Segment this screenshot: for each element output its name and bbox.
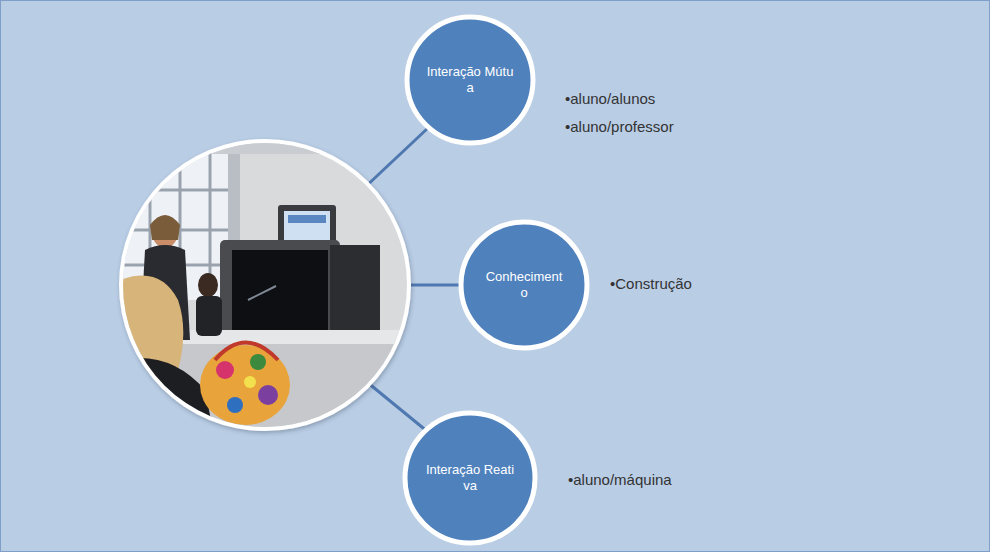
node-label: Conhecimento <box>485 269 563 302</box>
concept-circle: Interação Mútua <box>404 14 536 146</box>
concept-circle: Interação Reativa <box>402 410 538 546</box>
concept-circle: Conhecimento <box>458 219 590 351</box>
node-label: Interação Reativa <box>425 462 515 495</box>
bullet-item: •aluno/alunos <box>565 90 655 107</box>
bullet-item: •Construção <box>610 275 692 292</box>
bullet-item: •aluno/máquina <box>568 471 672 488</box>
bullet-item: •aluno/professor <box>565 118 674 135</box>
node-label: Interação Mútua <box>425 64 515 97</box>
